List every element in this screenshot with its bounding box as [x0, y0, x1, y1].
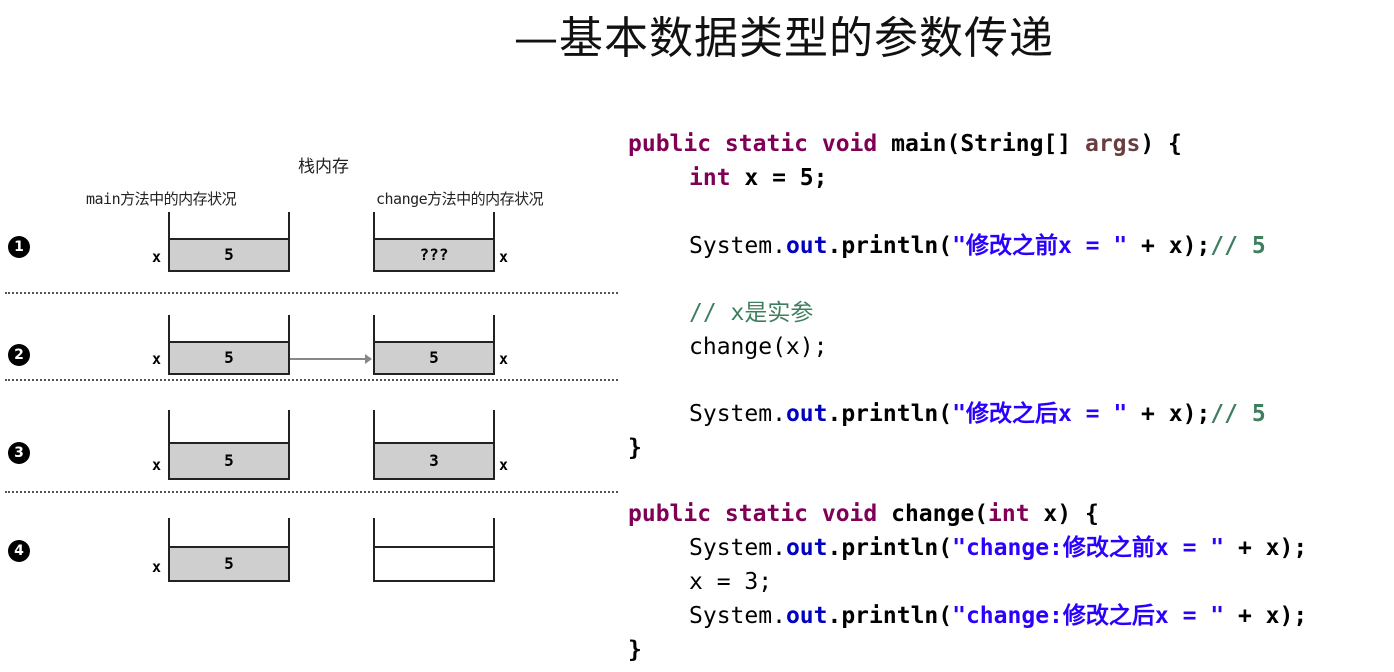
code-line-comment: // x是实参: [689, 297, 813, 329]
code-line-int-x: int x = 5;: [689, 162, 827, 194]
code-text: .println(: [827, 233, 953, 259]
code-field: out: [785, 603, 828, 629]
main-stack-frame: 5: [168, 212, 290, 272]
main-x-cell: 5: [170, 341, 288, 373]
separator: [5, 491, 618, 493]
code-comment: // x是实参: [689, 300, 814, 326]
code-line-change-print-after: System.out.println("change:修改之后x = " + x…: [689, 600, 1307, 632]
code-line-change-call: change(x);: [689, 331, 827, 363]
code-text: main(String[]: [877, 131, 1085, 157]
code-comment: // 5: [1210, 233, 1266, 259]
code-text: .println(: [827, 603, 953, 629]
code-text: System.: [689, 401, 786, 427]
change-x-cell: 5: [375, 341, 493, 373]
change-x-cell: ???: [375, 238, 493, 270]
change-stack-frame: 5: [373, 315, 495, 375]
code-text: }: [628, 435, 642, 461]
step-3-badge: 3: [8, 442, 30, 464]
code-text: change(: [877, 501, 989, 527]
code-keyword: int: [988, 501, 1030, 527]
change-var-x: x: [499, 350, 509, 368]
code-line-print-before: System.out.println("修改之前x = " + x);// 5: [689, 230, 1266, 262]
code-text: + x);: [1127, 233, 1211, 259]
code-text: .println(: [827, 535, 953, 561]
main-var-x: x: [152, 456, 162, 474]
stack-memory-label: 栈内存: [298, 157, 349, 177]
step-2-badge: 2: [8, 344, 30, 366]
code-text: change(x);: [689, 334, 828, 360]
change-stack-frame: ???: [373, 212, 495, 272]
code-keyword: public static void: [628, 131, 878, 157]
code-param: args: [1084, 131, 1141, 157]
separator: [5, 292, 618, 294]
code-text: ) {: [1140, 131, 1182, 157]
code-text: .println(: [827, 401, 953, 427]
code-line-change-signature: public static void change(int x) {: [628, 498, 1099, 530]
main-var-x: x: [152, 558, 162, 576]
slide-title: —基本数据类型的参数传递: [514, 13, 1054, 64]
change-stack-frame: 3: [373, 410, 495, 480]
main-stack-frame: 5: [168, 410, 290, 480]
change-method-label: change方法中的内存状况: [376, 190, 544, 208]
code-comment: // 5: [1210, 401, 1266, 427]
change-x-cell-empty: [375, 546, 493, 580]
code-text: + x);: [1127, 401, 1211, 427]
main-stack-frame: 5: [168, 315, 290, 375]
change-stack-frame-released: [373, 518, 495, 582]
code-text: x = 3;: [689, 569, 773, 595]
code-text: + x);: [1224, 535, 1308, 561]
code-line-print-after: System.out.println("修改之后x = " + x);// 5: [689, 398, 1266, 430]
code-string: "修改之前x = ": [952, 233, 1128, 259]
code-text: x) {: [1029, 501, 1099, 527]
main-x-cell: 5: [170, 442, 288, 478]
code-string: "修改之后x = ": [952, 401, 1128, 427]
code-field: out: [785, 401, 828, 427]
main-var-x: x: [152, 248, 162, 266]
code-line-assign: x = 3;: [689, 566, 772, 598]
code-field: out: [785, 233, 828, 259]
code-field: out: [785, 535, 828, 561]
code-text: System.: [689, 233, 786, 259]
main-stack-frame: 5: [168, 518, 290, 582]
change-x-cell: 3: [375, 442, 493, 478]
step-1-badge: 1: [8, 236, 30, 258]
code-line-change-print-before: System.out.println("change:修改之前x = " + x…: [689, 532, 1307, 564]
code-line-close-change: }: [628, 634, 642, 666]
main-method-label: main方法中的内存状况: [86, 190, 237, 208]
main-x-cell: 5: [170, 238, 288, 270]
code-line-close-main: }: [628, 432, 642, 464]
main-x-cell: 5: [170, 546, 288, 580]
code-text: System.: [689, 535, 786, 561]
main-var-x: x: [152, 350, 162, 368]
code-string: "change:修改之后x = ": [952, 603, 1225, 629]
code-keyword: public static void: [628, 501, 878, 527]
copy-value-arrow: [290, 354, 372, 364]
code-keyword: int: [689, 165, 731, 191]
change-var-x: x: [499, 248, 509, 266]
code-text: System.: [689, 603, 786, 629]
separator: [5, 379, 618, 381]
code-string: "change:修改之前x = ": [952, 535, 1225, 561]
code-text: }: [628, 637, 642, 663]
change-var-x: x: [499, 456, 509, 474]
code-text: + x);: [1224, 603, 1308, 629]
step-4-badge: 4: [8, 540, 30, 562]
code-text: x = 5;: [730, 165, 828, 191]
code-line-main-signature: public static void main(String[] args) {: [628, 128, 1182, 160]
stack-memory-diagram: 栈内存 main方法中的内存状况 change方法中的内存状况 1 x 5 ??…: [0, 140, 625, 600]
